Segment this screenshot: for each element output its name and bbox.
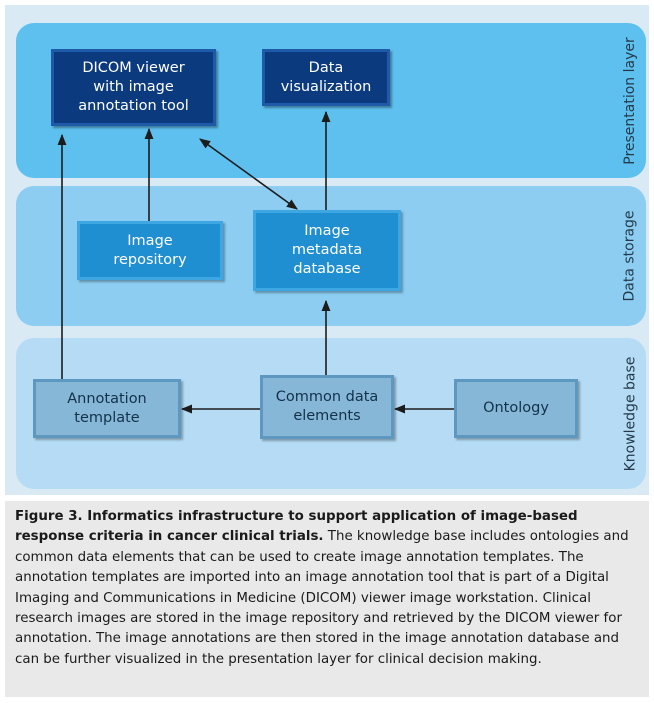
dicom-viewer-box: DICOM viewer with image annotation tool	[51, 49, 216, 126]
connector-arrows	[57, 110, 454, 414]
caption-body: The knowledge base includes ontologies a…	[15, 529, 629, 667]
annotation-template-box: Annotation template	[33, 379, 181, 438]
image-repository-box: Image repository	[77, 221, 223, 280]
arrow-viewer-metadata	[199, 138, 298, 210]
architecture-diagram: Presentation layer Data storage Knowledg…	[5, 5, 649, 495]
data-visualization-box: Data visualization	[262, 49, 390, 106]
caption-title: Figure 3. Informatics infrastructure to …	[15, 509, 578, 545]
common-data-elements-box: Common data elements	[260, 375, 394, 439]
image-metadata-database-box: Image metadata database	[253, 210, 401, 291]
figure-caption: Figure 3. Informatics infrastructure to …	[5, 501, 649, 697]
ontology-box: Ontology	[454, 379, 578, 438]
